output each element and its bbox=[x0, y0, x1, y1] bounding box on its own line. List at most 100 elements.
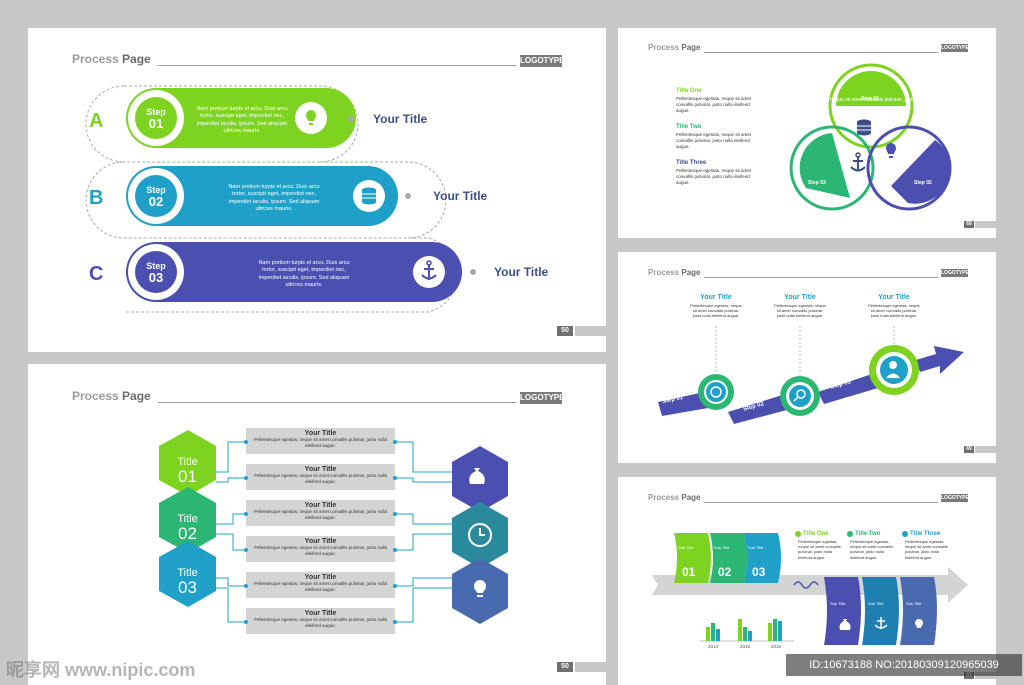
step-pill-c bbox=[126, 242, 462, 302]
row-title: Your Title bbox=[433, 189, 488, 203]
ribbon-process-diagram bbox=[652, 531, 968, 645]
anchor-icon bbox=[874, 617, 888, 629]
cycle-ring-2 bbox=[789, 125, 875, 211]
page-number: 50 bbox=[557, 326, 573, 336]
mini-bar-chart bbox=[700, 619, 794, 642]
ribbon-sub-label: Sub Title bbox=[868, 601, 884, 606]
page-number: 50 bbox=[557, 662, 573, 672]
ribbon-sub-label: Sub Title bbox=[678, 545, 694, 550]
row-letter: C bbox=[89, 263, 104, 285]
legend-text: Pellentesque egestas, neque sit amet con… bbox=[850, 539, 893, 560]
ribbon-number: 02 bbox=[718, 565, 732, 579]
cycle-segment-3 bbox=[891, 140, 950, 204]
item-title-3: Title Three bbox=[676, 160, 707, 166]
search-icon bbox=[793, 389, 806, 402]
ribbon-sub-label: Sub Title bbox=[906, 601, 922, 606]
slide-header: Process Page bbox=[648, 493, 701, 502]
cycle-segment-2 bbox=[799, 133, 850, 198]
flow-path-right-b bbox=[320, 161, 447, 239]
legend-text: Pellentesque egestas, neque sit amet con… bbox=[798, 539, 841, 560]
arrow-head bbox=[916, 346, 964, 374]
slide-3: Process Page LOGOTYPE bbox=[28, 364, 606, 685]
watermark-left: 昵享网 www.nipic.com bbox=[6, 660, 196, 680]
cycle-ring-3 bbox=[866, 125, 952, 211]
ribbon-segment-1 bbox=[674, 533, 711, 583]
lightbulb-icon bbox=[886, 143, 896, 158]
watermark-right: ID:10673188 NO:20180309120965039 bbox=[786, 654, 1022, 676]
ribbon-segment-3 bbox=[744, 533, 781, 583]
logotype: LOGOTYPE bbox=[941, 494, 969, 502]
item-title-1: Title One bbox=[676, 88, 702, 94]
slide-2: Process Page LOGOTYPE Title One Pellente… bbox=[618, 28, 996, 238]
ribbon-number: 03 bbox=[752, 565, 766, 579]
cycle-segment-1 bbox=[836, 71, 906, 106]
slide-header: Process Page bbox=[648, 268, 701, 277]
chart-year-label: 2014 bbox=[708, 644, 719, 649]
hexagon-2 bbox=[159, 487, 216, 553]
step-pill-b bbox=[126, 166, 398, 226]
segment-text-1: Pellentesque egestas, neque sit amet con… bbox=[779, 97, 962, 103]
slide-5: Process Page LOGOTYPE 01 02 03 Sub Title… bbox=[618, 477, 996, 685]
header-rule bbox=[704, 277, 938, 278]
row-letter: A bbox=[89, 110, 104, 132]
legend-title: Title One bbox=[803, 531, 829, 537]
slide-4: Process Page LOGOTYPE Your Title Pellent… bbox=[618, 252, 996, 463]
row-letter: B bbox=[89, 187, 104, 209]
header-rule bbox=[704, 502, 938, 503]
hexagon-3 bbox=[159, 541, 216, 607]
logotype: LOGOTYPE bbox=[941, 44, 969, 52]
page-number-bar bbox=[575, 662, 606, 672]
ribbon-segment-2 bbox=[710, 533, 747, 583]
ribbon-segment-6 bbox=[900, 577, 937, 645]
lightbulb-icon bbox=[915, 619, 923, 628]
milestone-text: Pellentesque egestas, neque sit amet con… bbox=[868, 303, 920, 319]
milestone-text: Pellentesque egestas, neque sit amet con… bbox=[774, 303, 826, 319]
milestone-text: Pellentesque egestas, neque sit amet con… bbox=[690, 303, 742, 319]
header-rule bbox=[158, 65, 516, 66]
wave-icon bbox=[793, 581, 819, 589]
page-number: 69 bbox=[964, 446, 974, 453]
page-number-bar bbox=[575, 326, 606, 336]
database-icon bbox=[857, 119, 871, 136]
cycle-diagram: Pellentesque egestas, neque sit amet con… bbox=[779, 63, 963, 211]
segment-label-3: Step 03 bbox=[808, 180, 826, 186]
row-title: Your Title bbox=[494, 265, 549, 279]
milestone-title: Your Title bbox=[878, 294, 910, 301]
cycle-ring-1 bbox=[828, 63, 914, 149]
ribbon-segment-4 bbox=[824, 577, 861, 645]
slide-header: Process Page bbox=[72, 52, 151, 66]
item-text-1: Pellentesque egestas, neque sit amet con… bbox=[676, 96, 752, 113]
clock-icon bbox=[710, 386, 722, 398]
hexagon-diagram bbox=[159, 428, 508, 634]
money-bag-icon bbox=[839, 619, 851, 630]
legend-text: Pellentesque egestas, neque sit amet con… bbox=[905, 539, 948, 560]
segment-label-2: Step 02 bbox=[914, 180, 932, 186]
step-pill-a bbox=[126, 88, 356, 148]
row-title: Your Title bbox=[373, 112, 428, 126]
anchor-icon bbox=[850, 152, 866, 172]
item-title-2: Title Two bbox=[676, 124, 702, 130]
chart-year-label: 2015 bbox=[740, 644, 751, 649]
logotype: LOGOTYPE bbox=[941, 269, 969, 277]
process-steps-diagram bbox=[85, 85, 476, 313]
ribbon-sub-label: Sub Title bbox=[830, 601, 846, 606]
legend-title: Title Two bbox=[855, 531, 881, 537]
logotype: LOGOTYPE bbox=[520, 392, 565, 404]
ribbon-sub-label: Sub Title bbox=[714, 545, 730, 550]
step-description: Nam pretium turpis et arcu. Duis arcu to… bbox=[196, 106, 288, 135]
item-text-3: Pellentesque egestas, neque sit amet con… bbox=[676, 168, 752, 185]
logotype: LOGOTYPE bbox=[520, 55, 565, 67]
arrow-segment-3 bbox=[818, 372, 878, 404]
segment-label-1: Step 01 bbox=[861, 96, 879, 102]
step-description: Nam pretium turpis et arcu. Duis arcu to… bbox=[258, 260, 350, 289]
header-rule bbox=[704, 52, 938, 53]
